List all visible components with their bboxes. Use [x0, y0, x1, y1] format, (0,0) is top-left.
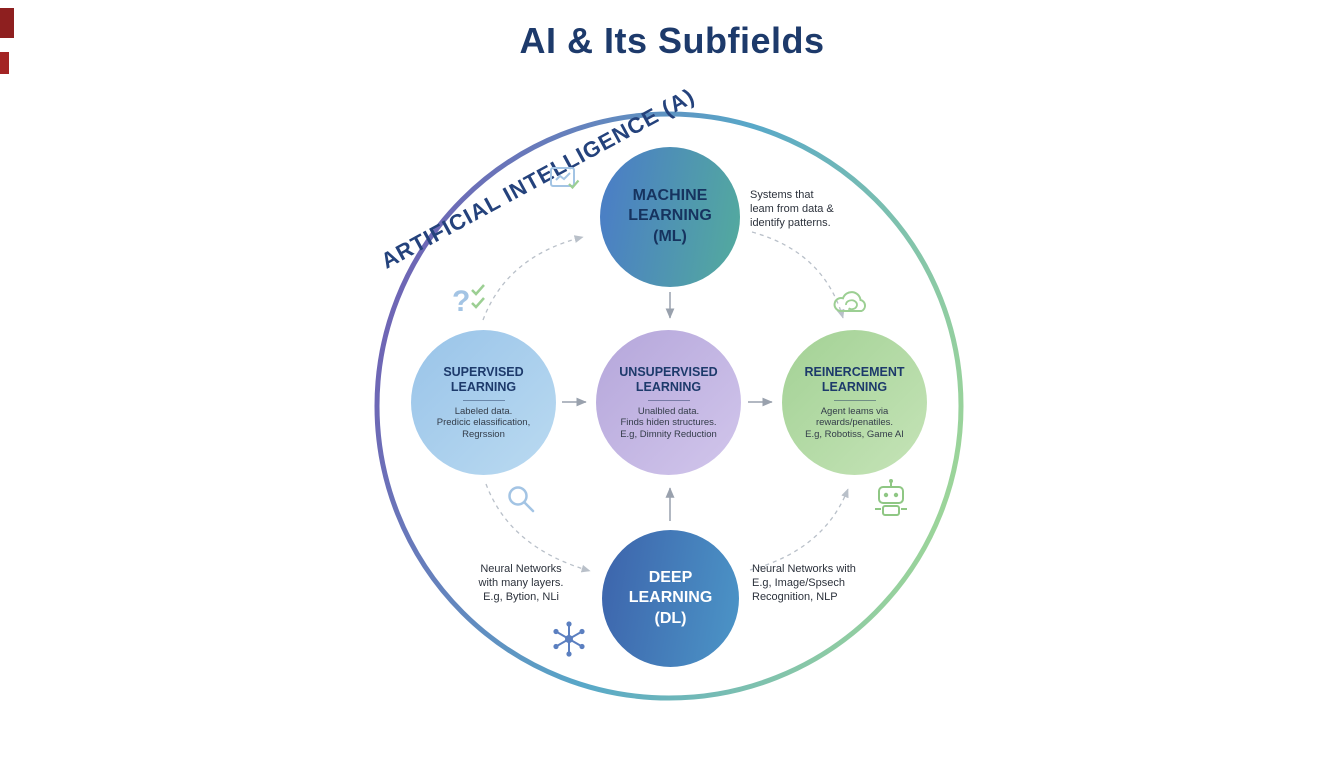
note-line: Neural Networks — [480, 563, 562, 575]
dl-left-annotation: Neural Networks with many layers. E.g, B… — [455, 562, 587, 604]
node-text-line: Regrssion — [462, 428, 505, 440]
dl-right-annotation: Neural Networks with E.g, Image/Spsech R… — [752, 562, 856, 604]
dashed-arrows — [482, 231, 849, 573]
note-line: Systems that — [750, 189, 814, 201]
chart-icon — [548, 163, 582, 200]
note-line: E.g, Bytion, NLi — [483, 591, 559, 603]
ai-ring — [374, 111, 964, 701]
divider — [833, 399, 876, 401]
divider — [647, 399, 690, 401]
node-title: DEEP LEARNING — [628, 568, 713, 606]
node-text-line: rewards/penatiles. — [815, 417, 894, 429]
node-unsupervised-learning: UNSUPERVISED LEARNING Unalbled data. Fin… — [596, 330, 741, 475]
node-deep-learning: DEEP LEARNING (DL) — [602, 530, 739, 667]
question-check-icon: ? — [446, 281, 492, 326]
node-text-line: Finds hiden structures. — [620, 417, 717, 429]
robot-icon — [872, 477, 910, 524]
node-reinforcement-learning: REINERCEMENT LEARNING Agent leams via re… — [782, 330, 927, 475]
note-line: Recognition, NLP — [752, 591, 838, 603]
node-title: SUPERVISED LEARNING — [443, 364, 524, 394]
node-text-line: E.g, Dimnity Reduction — [620, 428, 717, 440]
node-title: UNSUPERVISED LEARNING — [619, 364, 718, 394]
node-text-line: Predicic elassification, — [436, 417, 531, 429]
cloud-sync-icon — [831, 285, 873, 324]
solid-arrows — [562, 292, 773, 521]
node-supervised-learning: SUPERVISED LEARNING Labeled data. Predic… — [411, 330, 556, 475]
node-abbr: (DL) — [654, 609, 687, 627]
node-title: MACHINE LEARNING — [628, 187, 712, 224]
note-line: Neural Networks with — [752, 563, 856, 575]
node-title: REINERCEMENT LEARNING — [804, 364, 905, 394]
note-line: with many layers. — [478, 577, 564, 589]
node-abbr: (ML) — [653, 228, 687, 245]
red-mark-top — [0, 8, 14, 38]
magnifier-icon — [505, 483, 537, 520]
red-mark-lower — [0, 52, 9, 74]
note-line: E.g, Image/Spsech — [752, 577, 845, 589]
node-text-line: Agent leams via — [820, 405, 889, 417]
node-text-line: Unalbled data. — [637, 405, 700, 417]
node-text-line: E.g, Robotiss, Game AI — [805, 428, 904, 440]
page-title: AI & Its Subfields — [519, 20, 825, 61]
node-text-line: Labeled data. — [454, 405, 513, 417]
note-line: identify patterns. — [750, 217, 831, 229]
ml-annotation: Systems that leam from data & identify p… — [750, 188, 834, 230]
note-line: leam from data & — [750, 203, 834, 215]
divider — [462, 399, 505, 401]
svg-text:?: ? — [452, 285, 470, 318]
node-machine-learning: MACHINE LEARNING (ML) — [600, 147, 740, 287]
network-icon — [546, 616, 592, 667]
